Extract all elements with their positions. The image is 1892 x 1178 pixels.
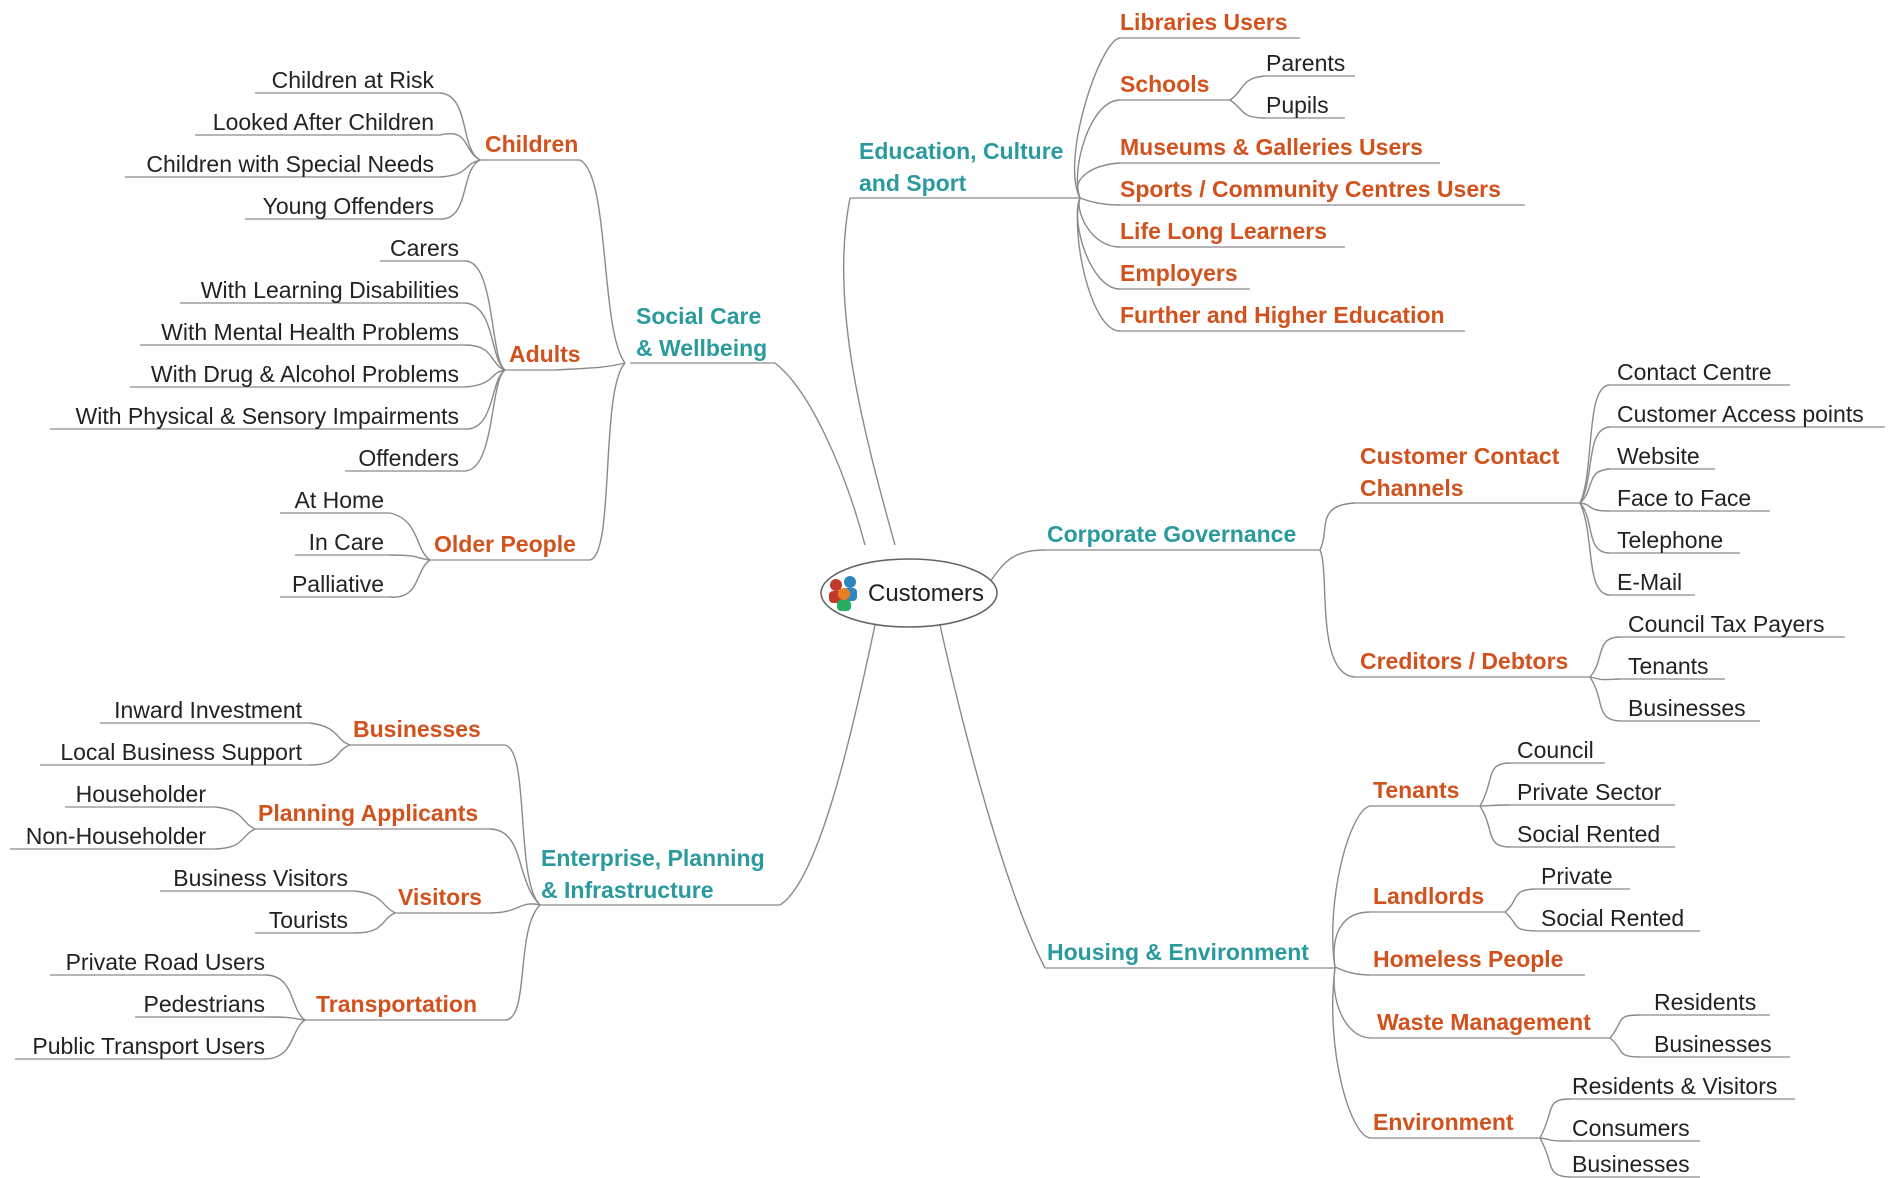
- main-node-corporate-governance[interactable]: Corporate Governance: [1047, 521, 1296, 547]
- branch-housing-environment: Housing & Environment Tenants Council Pr…: [1047, 737, 1777, 1177]
- leaf-public-transport-users[interactable]: Public Transport Users: [32, 1033, 265, 1059]
- leaf-physical-sensory[interactable]: With Physical & Sensory Impairments: [76, 403, 459, 429]
- branch-corporate-governance: Corporate Governance Customer Contact Ch…: [1047, 359, 1864, 721]
- sub-node-environment[interactable]: Environment: [1373, 1109, 1514, 1135]
- root-node[interactable]: Customers: [820, 558, 998, 628]
- main-node-education-line2[interactable]: and Sport: [859, 170, 967, 196]
- sub-node-tenants[interactable]: Tenants: [1373, 777, 1459, 803]
- main-node-social-care-line1[interactable]: Social Care: [636, 303, 761, 329]
- main-node-enterprise-line1[interactable]: Enterprise, Planning: [541, 845, 765, 871]
- sub-node-waste-management[interactable]: Waste Management: [1377, 1009, 1591, 1035]
- branch-education: Education, Culture and Sport Libraries U…: [859, 9, 1501, 328]
- main-node-enterprise-line2[interactable]: & Infrastructure: [541, 877, 714, 903]
- leaf-council-tax-payers[interactable]: Council Tax Payers: [1628, 611, 1824, 637]
- leaf-consumers[interactable]: Consumers: [1572, 1115, 1690, 1141]
- leaf-residents-visitors[interactable]: Residents & Visitors: [1572, 1073, 1777, 1099]
- sub-node-landlords[interactable]: Landlords: [1373, 883, 1484, 909]
- leaf-private-road-users[interactable]: Private Road Users: [66, 949, 265, 975]
- branch-enterprise: Enterprise, Planning & Infrastructure Bu…: [26, 697, 765, 1059]
- leaf-waste-businesses[interactable]: Businesses: [1654, 1031, 1772, 1057]
- sub-node-libraries-users[interactable]: Libraries Users: [1120, 9, 1287, 35]
- leaf-private-sector[interactable]: Private Sector: [1517, 779, 1662, 805]
- sub-node-planning-applicants[interactable]: Planning Applicants: [258, 800, 478, 826]
- sub-node-employers[interactable]: Employers: [1120, 260, 1238, 286]
- leaf-telephone[interactable]: Telephone: [1617, 527, 1723, 553]
- leaf-waste-residents[interactable]: Residents: [1654, 989, 1756, 1015]
- main-node-education-line1[interactable]: Education, Culture: [859, 138, 1063, 164]
- leaf-council[interactable]: Council: [1517, 737, 1594, 763]
- leaf-contact-centre[interactable]: Contact Centre: [1617, 359, 1772, 385]
- leaf-in-care[interactable]: In Care: [309, 529, 384, 555]
- leaf-email[interactable]: E-Mail: [1617, 569, 1682, 595]
- sub-node-schools[interactable]: Schools: [1120, 71, 1209, 97]
- main-node-housing-environment[interactable]: Housing & Environment: [1047, 939, 1309, 965]
- people-group-icon: [829, 576, 857, 611]
- sub-node-contact-channels-line1[interactable]: Customer Contact: [1360, 443, 1560, 469]
- sub-node-older-people[interactable]: Older People: [434, 531, 576, 557]
- leaf-inward-investment[interactable]: Inward Investment: [114, 697, 303, 723]
- branch-social-care: Social Care & Wellbeing Children Childre…: [76, 67, 768, 597]
- leaf-non-householder[interactable]: Non-Householder: [26, 823, 207, 849]
- leaf-customer-access-points[interactable]: Customer Access points: [1617, 401, 1864, 427]
- root-label: Customers: [868, 580, 984, 607]
- sub-node-homeless-people[interactable]: Homeless People: [1373, 946, 1563, 972]
- leaf-tourists[interactable]: Tourists: [269, 907, 348, 933]
- leaf-tenants-social-rented[interactable]: Social Rented: [1517, 821, 1660, 847]
- leaf-environment-businesses[interactable]: Businesses: [1572, 1151, 1690, 1177]
- leaf-creditors-tenants[interactable]: Tenants: [1628, 653, 1709, 679]
- leaf-carers[interactable]: Carers: [390, 235, 459, 261]
- sub-node-adults[interactable]: Adults: [509, 341, 581, 367]
- leaf-offenders[interactable]: Offenders: [358, 445, 459, 471]
- sub-node-further-higher-education[interactable]: Further and Higher Education: [1120, 302, 1445, 328]
- label-underlines: [10, 37, 1885, 1178]
- leaf-looked-after-children[interactable]: Looked After Children: [213, 109, 434, 135]
- leaf-learning-disabilities[interactable]: With Learning Disabilities: [201, 277, 459, 303]
- sub-node-creditors-debtors[interactable]: Creditors / Debtors: [1360, 648, 1568, 674]
- leaf-drug-alcohol[interactable]: With Drug & Alcohol Problems: [151, 361, 459, 387]
- leaf-mental-health[interactable]: With Mental Health Problems: [161, 319, 459, 345]
- main-node-social-care-line2[interactable]: & Wellbeing: [636, 335, 767, 361]
- leaf-business-visitors[interactable]: Business Visitors: [173, 865, 348, 891]
- leaf-young-offenders[interactable]: Young Offenders: [263, 193, 434, 219]
- sub-node-contact-channels-line2[interactable]: Channels: [1360, 475, 1464, 501]
- leaf-pupils[interactable]: Pupils: [1266, 92, 1329, 118]
- sub-node-museums-galleries[interactable]: Museums & Galleries Users: [1120, 134, 1423, 160]
- leaf-face-to-face[interactable]: Face to Face: [1617, 485, 1751, 511]
- leaf-pedestrians[interactable]: Pedestrians: [144, 991, 265, 1017]
- leaf-parents[interactable]: Parents: [1266, 50, 1345, 76]
- leaf-at-home[interactable]: At Home: [295, 487, 384, 513]
- leaf-children-special-needs[interactable]: Children with Special Needs: [146, 151, 434, 177]
- leaf-palliative[interactable]: Palliative: [292, 571, 384, 597]
- sub-node-children[interactable]: Children: [485, 131, 578, 157]
- sub-node-sports-community[interactable]: Sports / Community Centres Users: [1120, 176, 1501, 202]
- leaf-landlords-social-rented[interactable]: Social Rented: [1541, 905, 1684, 931]
- leaf-local-business-support[interactable]: Local Business Support: [60, 739, 302, 765]
- sub-node-visitors[interactable]: Visitors: [398, 884, 482, 910]
- leaf-creditors-businesses[interactable]: Businesses: [1628, 695, 1746, 721]
- root-oval: [820, 558, 998, 628]
- leaf-website[interactable]: Website: [1617, 443, 1700, 469]
- leaf-children-at-risk[interactable]: Children at Risk: [272, 67, 435, 93]
- leaf-private[interactable]: Private: [1541, 863, 1613, 889]
- leaf-householder[interactable]: Householder: [76, 781, 207, 807]
- sub-node-transportation[interactable]: Transportation: [316, 991, 477, 1017]
- sub-node-businesses[interactable]: Businesses: [353, 716, 481, 742]
- sub-node-life-long-learners[interactable]: Life Long Learners: [1120, 218, 1327, 244]
- branch-lines: [214, 37, 1641, 1178]
